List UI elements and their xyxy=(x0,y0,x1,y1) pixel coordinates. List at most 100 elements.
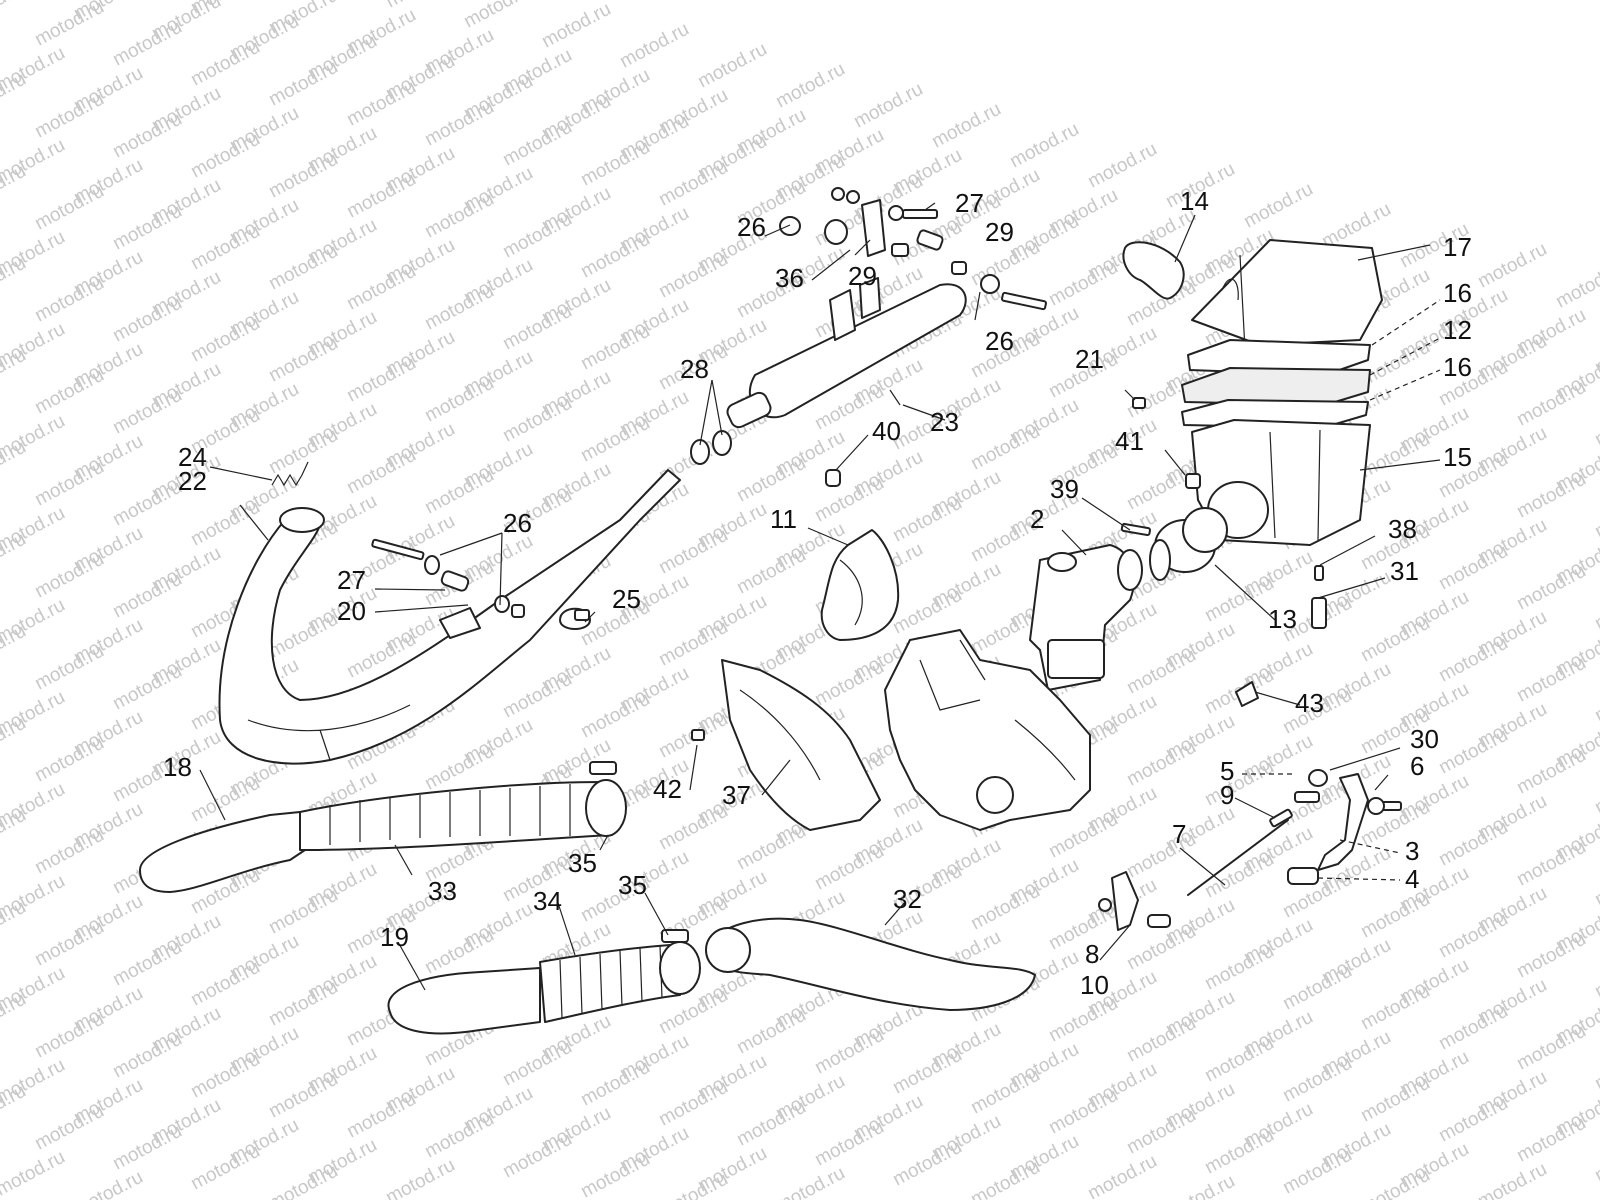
watermark-text: motod.ru xyxy=(1435,909,1511,963)
watermark-text: motod.ru xyxy=(1123,921,1199,975)
callout-26-upper: 26 xyxy=(737,212,766,242)
watermark-text: motod.ru xyxy=(499,669,575,723)
callout-35-lower: 35 xyxy=(618,870,647,900)
callout-42: 42 xyxy=(653,774,682,804)
callout-13: 13 xyxy=(1268,604,1297,634)
callout-22: 22 xyxy=(178,466,207,496)
watermark-text: motod.ru xyxy=(1357,889,1433,943)
watermark-text: motod.ru xyxy=(655,157,731,211)
watermark-text: motod.ru xyxy=(811,841,887,895)
intake-tube-lower xyxy=(387,917,1036,1035)
watermark-text: motod.ru xyxy=(811,473,887,527)
callout-11: 11 xyxy=(770,504,797,534)
watermark-text: motod.ru xyxy=(109,1029,185,1083)
watermark-text: motod.ru xyxy=(187,313,263,367)
callout-18: 18 xyxy=(163,752,192,782)
watermark-text: motod.ru xyxy=(1357,613,1433,667)
watermark-text: motod.ru xyxy=(850,79,926,133)
watermark-text: motod.ru xyxy=(265,609,341,663)
watermark-text: motod.ru xyxy=(31,917,107,971)
airbox-housing xyxy=(1191,419,1371,546)
watermark-text: motod.ru xyxy=(1435,1093,1511,1147)
watermark-text: motod.ru xyxy=(655,1169,731,1200)
watermark-text: motod.ru xyxy=(31,1101,107,1155)
watermark-text: motod.ru xyxy=(733,1005,809,1059)
mount-bracket xyxy=(1235,681,1259,707)
watermark-text: motod.ru xyxy=(655,1077,731,1131)
watermark-text: motod.ru xyxy=(577,689,653,743)
callout-37: 37 xyxy=(722,780,751,810)
watermark-text: motod.ru xyxy=(382,1155,458,1200)
watermark-text: motod.ru xyxy=(1357,1073,1433,1127)
callout-5: 5 xyxy=(1220,756,1234,786)
callout-14: 14 xyxy=(1180,186,1209,216)
watermark-text: motod.ru xyxy=(70,1167,146,1200)
callout-33: 33 xyxy=(428,876,457,906)
watermark-text: motod.ru xyxy=(1201,1033,1277,1087)
watermark-text: motod.ru xyxy=(1162,1171,1238,1200)
callout-27-upper: 27 xyxy=(955,188,984,218)
watermark-text: motod.ru xyxy=(343,445,419,499)
shift-linkage xyxy=(1098,791,1320,931)
watermark-text: motod.ru xyxy=(1045,993,1121,1047)
watermark-text: motod.ru xyxy=(1435,725,1511,779)
watermark-text: motod.ru xyxy=(1123,737,1199,791)
callout-35-upper: 35 xyxy=(568,848,597,878)
watermark-text: motod.ru xyxy=(31,181,107,235)
watermark-text: motod.ru xyxy=(421,97,497,151)
watermark-text: motod.ru xyxy=(577,413,653,467)
watermark-text: motod.ru xyxy=(421,741,497,795)
watermark-text: motod.ru xyxy=(499,301,575,355)
watermark-text: motod.ru xyxy=(1123,1105,1199,1159)
callout-39: 39 xyxy=(1050,474,1079,504)
callout-24: 24 xyxy=(178,442,207,472)
watermark-text: motod.ru xyxy=(889,493,965,547)
pipe-mount-hardware xyxy=(371,538,525,639)
pipe-clamp xyxy=(559,607,591,630)
watermark-text: motod.ru xyxy=(1513,745,1589,799)
watermark-text: motod.ru xyxy=(421,1109,497,1163)
kickstart-lever-assembly xyxy=(1287,769,1402,885)
watermark-text: motod.ru xyxy=(1435,817,1511,871)
watermark-text: motod.ru xyxy=(31,641,107,695)
callout-4: 4 xyxy=(1405,864,1419,894)
watermark-text: motod.ru xyxy=(1552,259,1600,313)
watermark-text: motod.ru xyxy=(1279,1145,1355,1199)
watermark-text: motod.ru xyxy=(109,109,185,163)
intake-tube-upper xyxy=(139,761,627,893)
watermark-text: motod.ru xyxy=(1513,1021,1589,1075)
watermark-text: motod.ru xyxy=(343,261,419,315)
watermark-text: motod.ru xyxy=(1513,561,1589,615)
watermark-text: motod.ru xyxy=(1123,1013,1199,1067)
watermark-text: motod.ru xyxy=(694,39,770,93)
watermark-text: motod.ru xyxy=(421,465,497,519)
watermark-text: motod.ru xyxy=(889,1137,965,1191)
watermark-text: motod.ru xyxy=(265,333,341,387)
watermark-text: motod.ru xyxy=(655,525,731,579)
callout-40: 40 xyxy=(872,416,901,446)
watermark-text: motod.ru xyxy=(577,229,653,283)
callout-10: 10 xyxy=(1080,970,1109,1000)
callout-34: 34 xyxy=(533,886,562,916)
watermark-text: motod.ru xyxy=(109,1121,185,1175)
watermark-text: motod.ru xyxy=(577,321,653,375)
watermark-text: motod.ru xyxy=(811,1117,887,1171)
leader-lines xyxy=(199,202,1441,991)
watermark-text: motod.ru xyxy=(811,657,887,711)
watermark-text: motod.ru xyxy=(343,77,419,131)
watermark-text: motod.ru xyxy=(460,0,536,32)
breather-hose xyxy=(1122,241,1185,300)
air-filter-element xyxy=(1181,339,1371,429)
watermark-text: motod.ru xyxy=(31,733,107,787)
callout-41: 41 xyxy=(1115,426,1144,456)
watermark-text: motod.ru xyxy=(1591,1133,1600,1187)
watermark-text: motod.ru xyxy=(655,249,731,303)
watermark-text: motod.ru xyxy=(499,209,575,263)
watermark-text: motod.ru xyxy=(1591,581,1600,635)
callout-32: 32 xyxy=(893,884,922,914)
watermark-text: motod.ru xyxy=(655,617,731,671)
watermark-text: motod.ru xyxy=(109,661,185,715)
watermark-text: motod.ru xyxy=(31,273,107,327)
callout-6: 6 xyxy=(1410,751,1424,781)
watermark-text: motod.ru xyxy=(31,825,107,879)
